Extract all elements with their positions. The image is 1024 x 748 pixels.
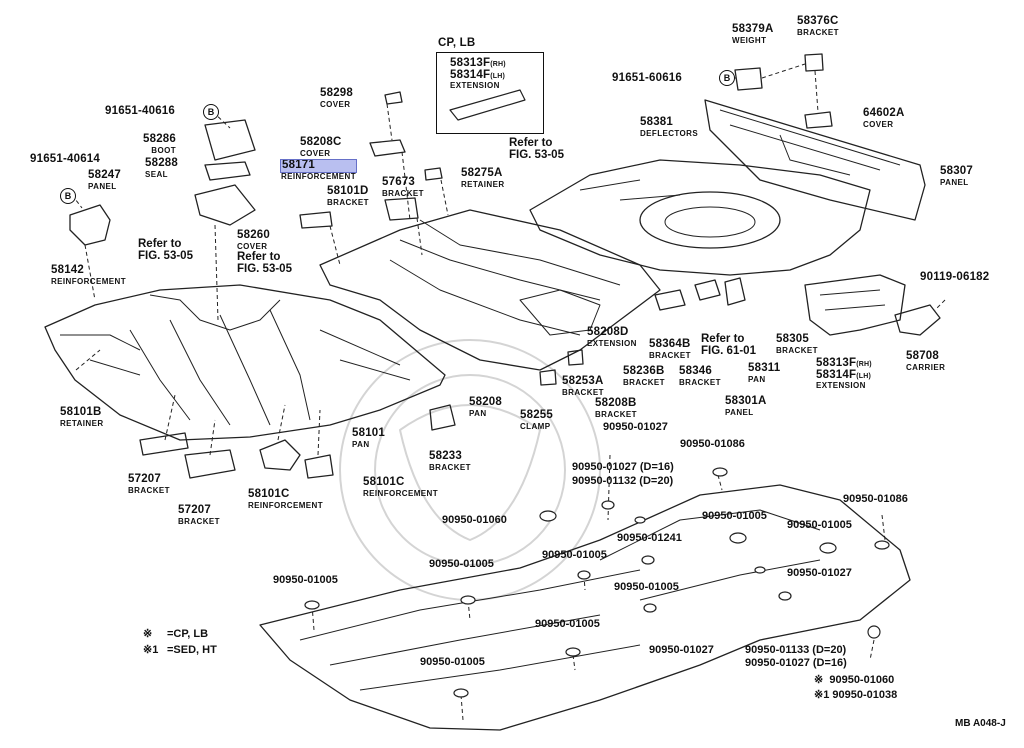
part-label-58286[interactable]: 58286 BOOT — [143, 133, 176, 155]
plug-label[interactable]: 90950-01086 — [680, 438, 745, 450]
part-label-58379A[interactable]: 58379A WEIGHT — [732, 23, 774, 45]
legend: ※=CP, LB ※1=SED, HT — [143, 626, 217, 658]
part-label-58313F[interactable]: 58313F(RH) 58314F(LH) EXTENSION — [816, 357, 872, 390]
part-label-58305[interactable]: 58305 BRACKET — [776, 333, 818, 355]
plug-label[interactable]: 90950-01027 — [603, 421, 668, 433]
plug-label[interactable]: 90950-01027 (D=16) — [745, 657, 847, 669]
plug-label[interactable]: 90950-01027 (D=16) — [572, 461, 674, 473]
refer-to-fig-53-05[interactable]: Refer to FIG. 53-05 — [509, 137, 564, 162]
rear-floor-pan — [529, 159, 871, 276]
legend-row-sed-ht: ※1=SED, HT — [143, 644, 217, 656]
part-label-58346[interactable]: 58346 BRACKET — [679, 365, 721, 387]
plug-label[interactable]: 90950-01005 — [702, 510, 767, 522]
plug-label[interactable]: ※1 90950-01038 — [814, 689, 898, 701]
plug-label[interactable]: 90950-01005 — [535, 618, 600, 630]
part-label-58142[interactable]: 58142 REINFORCEMENT — [51, 264, 126, 286]
part-label-58313F-box[interactable]: 58313F(RH) 58314F(LH) EXTENSION — [450, 57, 506, 90]
part-label-58307[interactable]: 58307 PANEL — [940, 165, 973, 187]
part-label-57207-b[interactable]: 57207 BRACKET — [178, 504, 220, 526]
plug-label[interactable]: 90950-01086 — [843, 493, 908, 505]
part-label-91651-40616[interactable]: 91651-40616 — [105, 105, 175, 117]
plug-label[interactable]: 90950-01005 — [420, 656, 485, 668]
part-label-64602A[interactable]: 64602A COVER — [863, 107, 905, 129]
refer-to-fig-61-01[interactable]: Refer to FIG. 61-01 — [701, 333, 756, 358]
part-label-58708[interactable]: 58708 CARRIER — [906, 350, 946, 372]
plug-label[interactable]: ※ 90950-01060 — [814, 674, 895, 686]
plug-label[interactable]: 90950-01005 — [787, 519, 852, 531]
plug-label[interactable]: 90950-01241 — [617, 532, 682, 544]
plug-label[interactable]: 90950-01132 (D=20) — [572, 475, 674, 487]
part-label-58233[interactable]: 58233 BRACKET — [429, 450, 471, 472]
part-label-91651-40614[interactable]: 91651-40614 — [30, 153, 100, 165]
part-label-58253A[interactable]: 58253A BRACKET — [562, 375, 604, 397]
part-label-58288[interactable]: 58288 SEAL — [145, 157, 178, 179]
part-label-91651-60616[interactable]: 91651-60616 — [612, 72, 682, 84]
plug-label[interactable]: 90950-01005 — [614, 581, 679, 593]
part-label-58101D[interactable]: 58101D BRACKET — [327, 185, 369, 207]
center-floor-pan — [319, 209, 661, 371]
part-label-58247[interactable]: 58247 PANEL — [88, 169, 121, 191]
plug-label[interactable]: 90950-01060 — [442, 514, 507, 526]
circle-b-icon: B — [719, 70, 735, 86]
part-label-58208[interactable]: 58208 PAN — [469, 396, 502, 418]
part-label-58301A[interactable]: 58301A PANEL — [725, 395, 767, 417]
refer-to-fig-53-05[interactable]: Refer to FIG. 53-05 — [138, 238, 193, 263]
variant-inset-box — [436, 52, 544, 134]
circle-b-icon: B — [60, 188, 76, 204]
part-label-57207-a[interactable]: 57207 BRACKET — [128, 473, 170, 495]
carrier-bracket — [894, 304, 941, 336]
refer-to-fig-53-05[interactable]: Refer to FIG. 53-05 — [237, 251, 292, 276]
part-label-58260[interactable]: 58260 COVER — [237, 229, 270, 251]
part-label-58101C-b[interactable]: 58101C REINFORCEMENT — [363, 476, 438, 498]
part-label-90119-06182[interactable]: 90119-06182 — [920, 271, 990, 283]
part-label-58171[interactable]: 58171 REINFORCEMENT — [280, 159, 357, 181]
part-label-58101B[interactable]: 58101B RETAINER — [60, 406, 104, 428]
part-label-58101[interactable]: 58101 PAN — [352, 427, 385, 449]
part-label-58275A[interactable]: 58275A RETAINER — [461, 167, 505, 189]
rear-extension — [804, 274, 906, 336]
front-floor-pan — [44, 284, 446, 441]
part-label-58381[interactable]: 58381 DEFLECTORS — [640, 116, 699, 138]
floor-silencer — [259, 484, 911, 731]
part-label-58236B[interactable]: 58236B BRACKET — [623, 365, 665, 387]
part-label-58101C-a[interactable]: 58101C REINFORCEMENT — [248, 488, 323, 510]
plug-label[interactable]: 90950-01005 — [273, 574, 338, 586]
part-label-58376C[interactable]: 58376C BRACKET — [797, 15, 839, 37]
plug-label[interactable]: 90950-01005 — [429, 558, 494, 570]
variant-box-title: CP, LB — [438, 37, 476, 49]
rear-panel — [704, 99, 926, 221]
legend-row-cp-lb: ※=CP, LB — [143, 628, 209, 640]
document-id: MB A048-J — [955, 718, 1006, 729]
part-label-58298[interactable]: 58298 COVER — [320, 87, 353, 109]
circle-b-icon: B — [203, 104, 219, 120]
part-label-58311[interactable]: 58311 PAN — [748, 362, 781, 384]
plug-label[interactable]: 90950-01027 — [649, 644, 714, 656]
part-label-58208D[interactable]: 58208D EXTENSION — [587, 326, 637, 348]
part-label-58255[interactable]: 58255 CLAMP — [520, 409, 553, 431]
plug-label[interactable]: 90950-01005 — [542, 549, 607, 561]
plug-label[interactable]: 90950-01027 — [787, 567, 852, 579]
part-label-58364B[interactable]: 58364B BRACKET — [649, 338, 691, 360]
plug-label[interactable]: 90950-01133 (D=20) — [745, 644, 847, 656]
part-label-58208B[interactable]: 58208B BRACKET — [595, 397, 637, 419]
part-label-58208C[interactable]: 58208C COVER — [300, 136, 342, 158]
part-label-57673[interactable]: 57673 BRACKET — [382, 176, 424, 198]
